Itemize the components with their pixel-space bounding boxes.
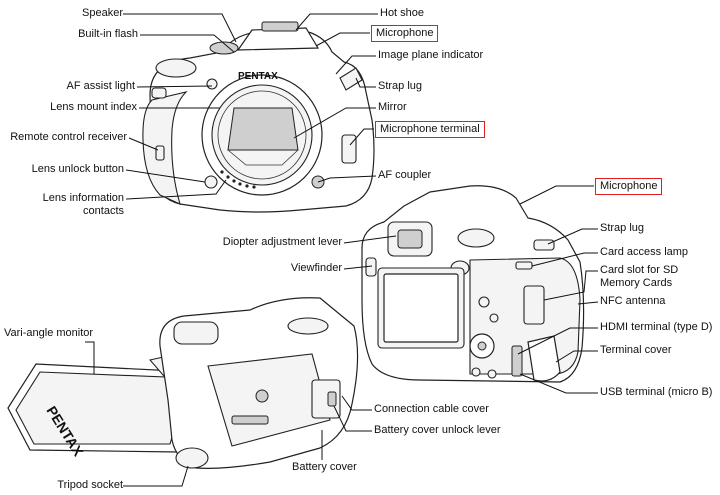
bottom-camera-illustration xyxy=(7,297,359,469)
label-nfc-antenna: NFC antenna xyxy=(600,295,666,307)
label-af-assist-light: AF assist light xyxy=(66,80,135,92)
leader-microphone-front xyxy=(315,32,370,47)
leader-card-access-lamp xyxy=(531,252,598,267)
label-af-coupler: AF coupler xyxy=(378,169,432,181)
leader-built-in-flash xyxy=(140,34,235,53)
leader-microphone-terminal xyxy=(349,128,374,146)
leader-hdmi-terminal xyxy=(517,327,598,355)
leader-lens-information-contacts xyxy=(125,179,227,200)
label-battery-cover-unlock-lever: Battery cover unlock lever xyxy=(374,424,501,436)
label-viewfinder: Viewfinder xyxy=(290,262,342,274)
label-strap-lug-back: Strap lug xyxy=(600,222,645,234)
label-usb-terminal: USB terminal (micro B) xyxy=(600,386,713,398)
leader-af-coupler xyxy=(317,175,377,183)
leader-image-plane-indicator xyxy=(335,55,376,75)
label-diopter-adjustment-lever: Diopter adjustment lever xyxy=(222,236,342,248)
label-image-plane-indicator: Image plane indicator xyxy=(378,49,484,61)
label-microphone-front: Microphone xyxy=(371,25,439,42)
leader-nfc-antenna xyxy=(577,301,599,305)
label-hdmi-terminal: HDMI terminal (type D) xyxy=(600,321,713,333)
leader-remote-control-receiver xyxy=(128,137,159,151)
front-brand-mark: PENTAX xyxy=(238,71,278,82)
label-strap-lug-front: Strap lug xyxy=(378,80,423,92)
leader-strap-lug-back xyxy=(547,228,598,245)
label-remote-control-receiver: Remote control receiver xyxy=(10,131,127,143)
label-terminal-cover: Terminal cover xyxy=(600,344,672,356)
leader-strap-lug-front xyxy=(355,77,376,88)
leader-af-assist-light xyxy=(136,85,213,88)
label-vari-angle-monitor: Vari-angle monitor xyxy=(4,327,94,339)
back-camera-illustration xyxy=(361,185,585,383)
label-card-access-lamp: Card access lamp xyxy=(600,246,689,258)
leader-tripod-socket xyxy=(123,465,189,487)
leader-card-slot xyxy=(543,270,598,301)
leader-hot-shoe xyxy=(295,13,378,31)
leader-speaker xyxy=(123,13,237,43)
label-lens-unlock-button: Lens unlock button xyxy=(31,163,124,175)
leader-mirror xyxy=(293,107,376,139)
leader-vari-angle-monitor xyxy=(85,341,95,374)
label-tripod-socket: Tripod socket xyxy=(57,479,123,491)
leader-viewfinder xyxy=(343,265,373,270)
label-microphone-terminal: Microphone terminal xyxy=(375,121,485,138)
label-mirror: Mirror xyxy=(378,101,407,113)
leader-battery-cover-unlock-lever xyxy=(333,405,372,432)
label-battery-cover: Battery cover xyxy=(292,461,357,473)
label-speaker: Speaker xyxy=(82,7,123,19)
label-built-in-flash: Built-in flash xyxy=(78,28,138,40)
leader-usb-terminal xyxy=(519,373,598,394)
leader-terminal-cover xyxy=(555,350,598,363)
leader-diopter-adjustment-lever xyxy=(343,235,397,244)
label-lens-mount-index: Lens mount index xyxy=(50,101,137,113)
leader-connection-cable-cover xyxy=(341,395,372,411)
label-card-slot: Card slot for SD Memory Cards xyxy=(600,264,679,289)
label-microphone-back: Microphone xyxy=(595,178,663,195)
leader-lens-unlock-button xyxy=(125,169,206,183)
leader-microphone-back xyxy=(519,185,594,205)
leader-lines xyxy=(85,13,599,487)
label-hot-shoe: Hot shoe xyxy=(380,7,425,19)
label-connection-cable-cover: Connection cable cover xyxy=(374,403,489,415)
label-lens-information-contacts: Lens information contacts xyxy=(42,192,124,217)
front-camera-illustration xyxy=(142,21,375,213)
